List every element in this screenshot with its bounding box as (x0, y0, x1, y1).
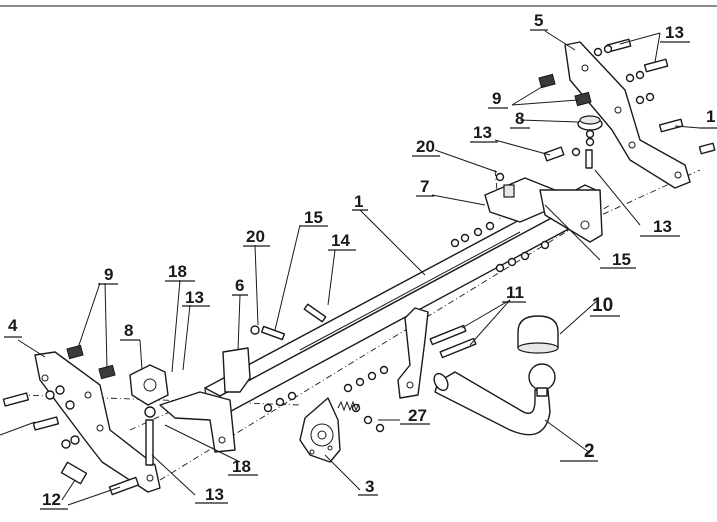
label-9-right: 9 (492, 89, 501, 108)
label-2: 2 (584, 441, 595, 462)
clamp-block-left (129, 364, 169, 406)
label-3: 3 (365, 477, 374, 496)
label-9-left: 9 (104, 265, 113, 284)
label-11: 11 (506, 283, 524, 302)
label-13-center: 13 (185, 288, 204, 307)
label-1: 1 (354, 192, 363, 211)
label-8-right: 8 (515, 109, 524, 128)
label-27: 27 (408, 406, 427, 425)
nut-rows (263, 221, 550, 433)
label-7: 7 (420, 177, 429, 196)
label-20-left: 20 (246, 227, 265, 246)
label-13-bottom: 13 (205, 485, 224, 504)
label-6: 6 (235, 276, 244, 295)
label-20-right: 20 (416, 137, 435, 156)
label-5: 5 (534, 11, 543, 30)
socket-plate (299, 397, 341, 463)
right-bracket (484, 177, 603, 243)
ball-cap (517, 315, 559, 354)
pads-left (66, 344, 116, 380)
label-13-lower-right: 13 (653, 217, 672, 236)
label-4: 4 (8, 316, 18, 335)
label-13-top-right: 13 (665, 23, 684, 42)
spring (337, 400, 360, 412)
bracket-6 (222, 347, 251, 393)
leader-lines (0, 30, 701, 506)
label-10: 10 (592, 295, 613, 316)
label-18-upper: 18 (168, 262, 187, 281)
label-15-right: 15 (612, 250, 631, 269)
left-side-plate (34, 351, 161, 493)
label-12: 12 (42, 490, 61, 509)
tow-ball-neck (433, 363, 556, 436)
bolts (2, 38, 716, 496)
label-13-mid-right: 13 (473, 123, 492, 142)
label-16: 1 (706, 107, 715, 126)
pads-right (538, 73, 592, 107)
clamp-block-right (577, 115, 603, 131)
center-bracket (397, 307, 429, 399)
label-8-left: 8 (124, 321, 133, 340)
right-side-plate (564, 41, 691, 189)
label-15-left: 15 (304, 208, 323, 227)
label-14: 14 (331, 231, 350, 250)
left-mount-bracket (159, 391, 236, 453)
callout-labels: 1 2 3 4 5 7 8 8 9 9 10 11 12 13 13 13 13 (4, 11, 717, 510)
label-18-lower: 18 (232, 457, 251, 476)
